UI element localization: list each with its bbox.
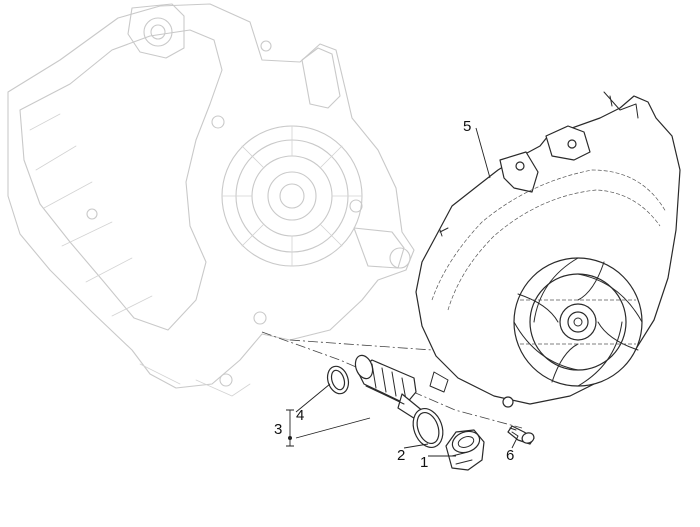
leader-3 [295,417,371,439]
screw-part-6 [507,425,535,445]
leader-lines [286,127,519,457]
callout-4: 4 [296,407,304,424]
callout-labels: 5 4 3 2 1 6 [274,118,514,471]
callout-3: 3 [274,421,282,438]
leader-6 [511,435,519,449]
leader-4 [295,383,331,413]
callout-5: 5 [463,118,471,135]
o-ring-part-4 [326,365,350,395]
bracket-dot [288,436,292,440]
callout-2: 2 [397,447,405,464]
leader-2 [403,443,429,449]
filter-cartridge-part-3 [354,354,425,423]
engine-crankcase-ghost [7,3,415,397]
callout-1: 1 [420,454,428,471]
leader-5 [475,127,491,179]
callout-6: 6 [506,447,514,464]
drain-plug-part-1 [445,429,485,471]
o-ring-part-2 [412,408,444,448]
fan-cover-part-5 [415,91,681,408]
